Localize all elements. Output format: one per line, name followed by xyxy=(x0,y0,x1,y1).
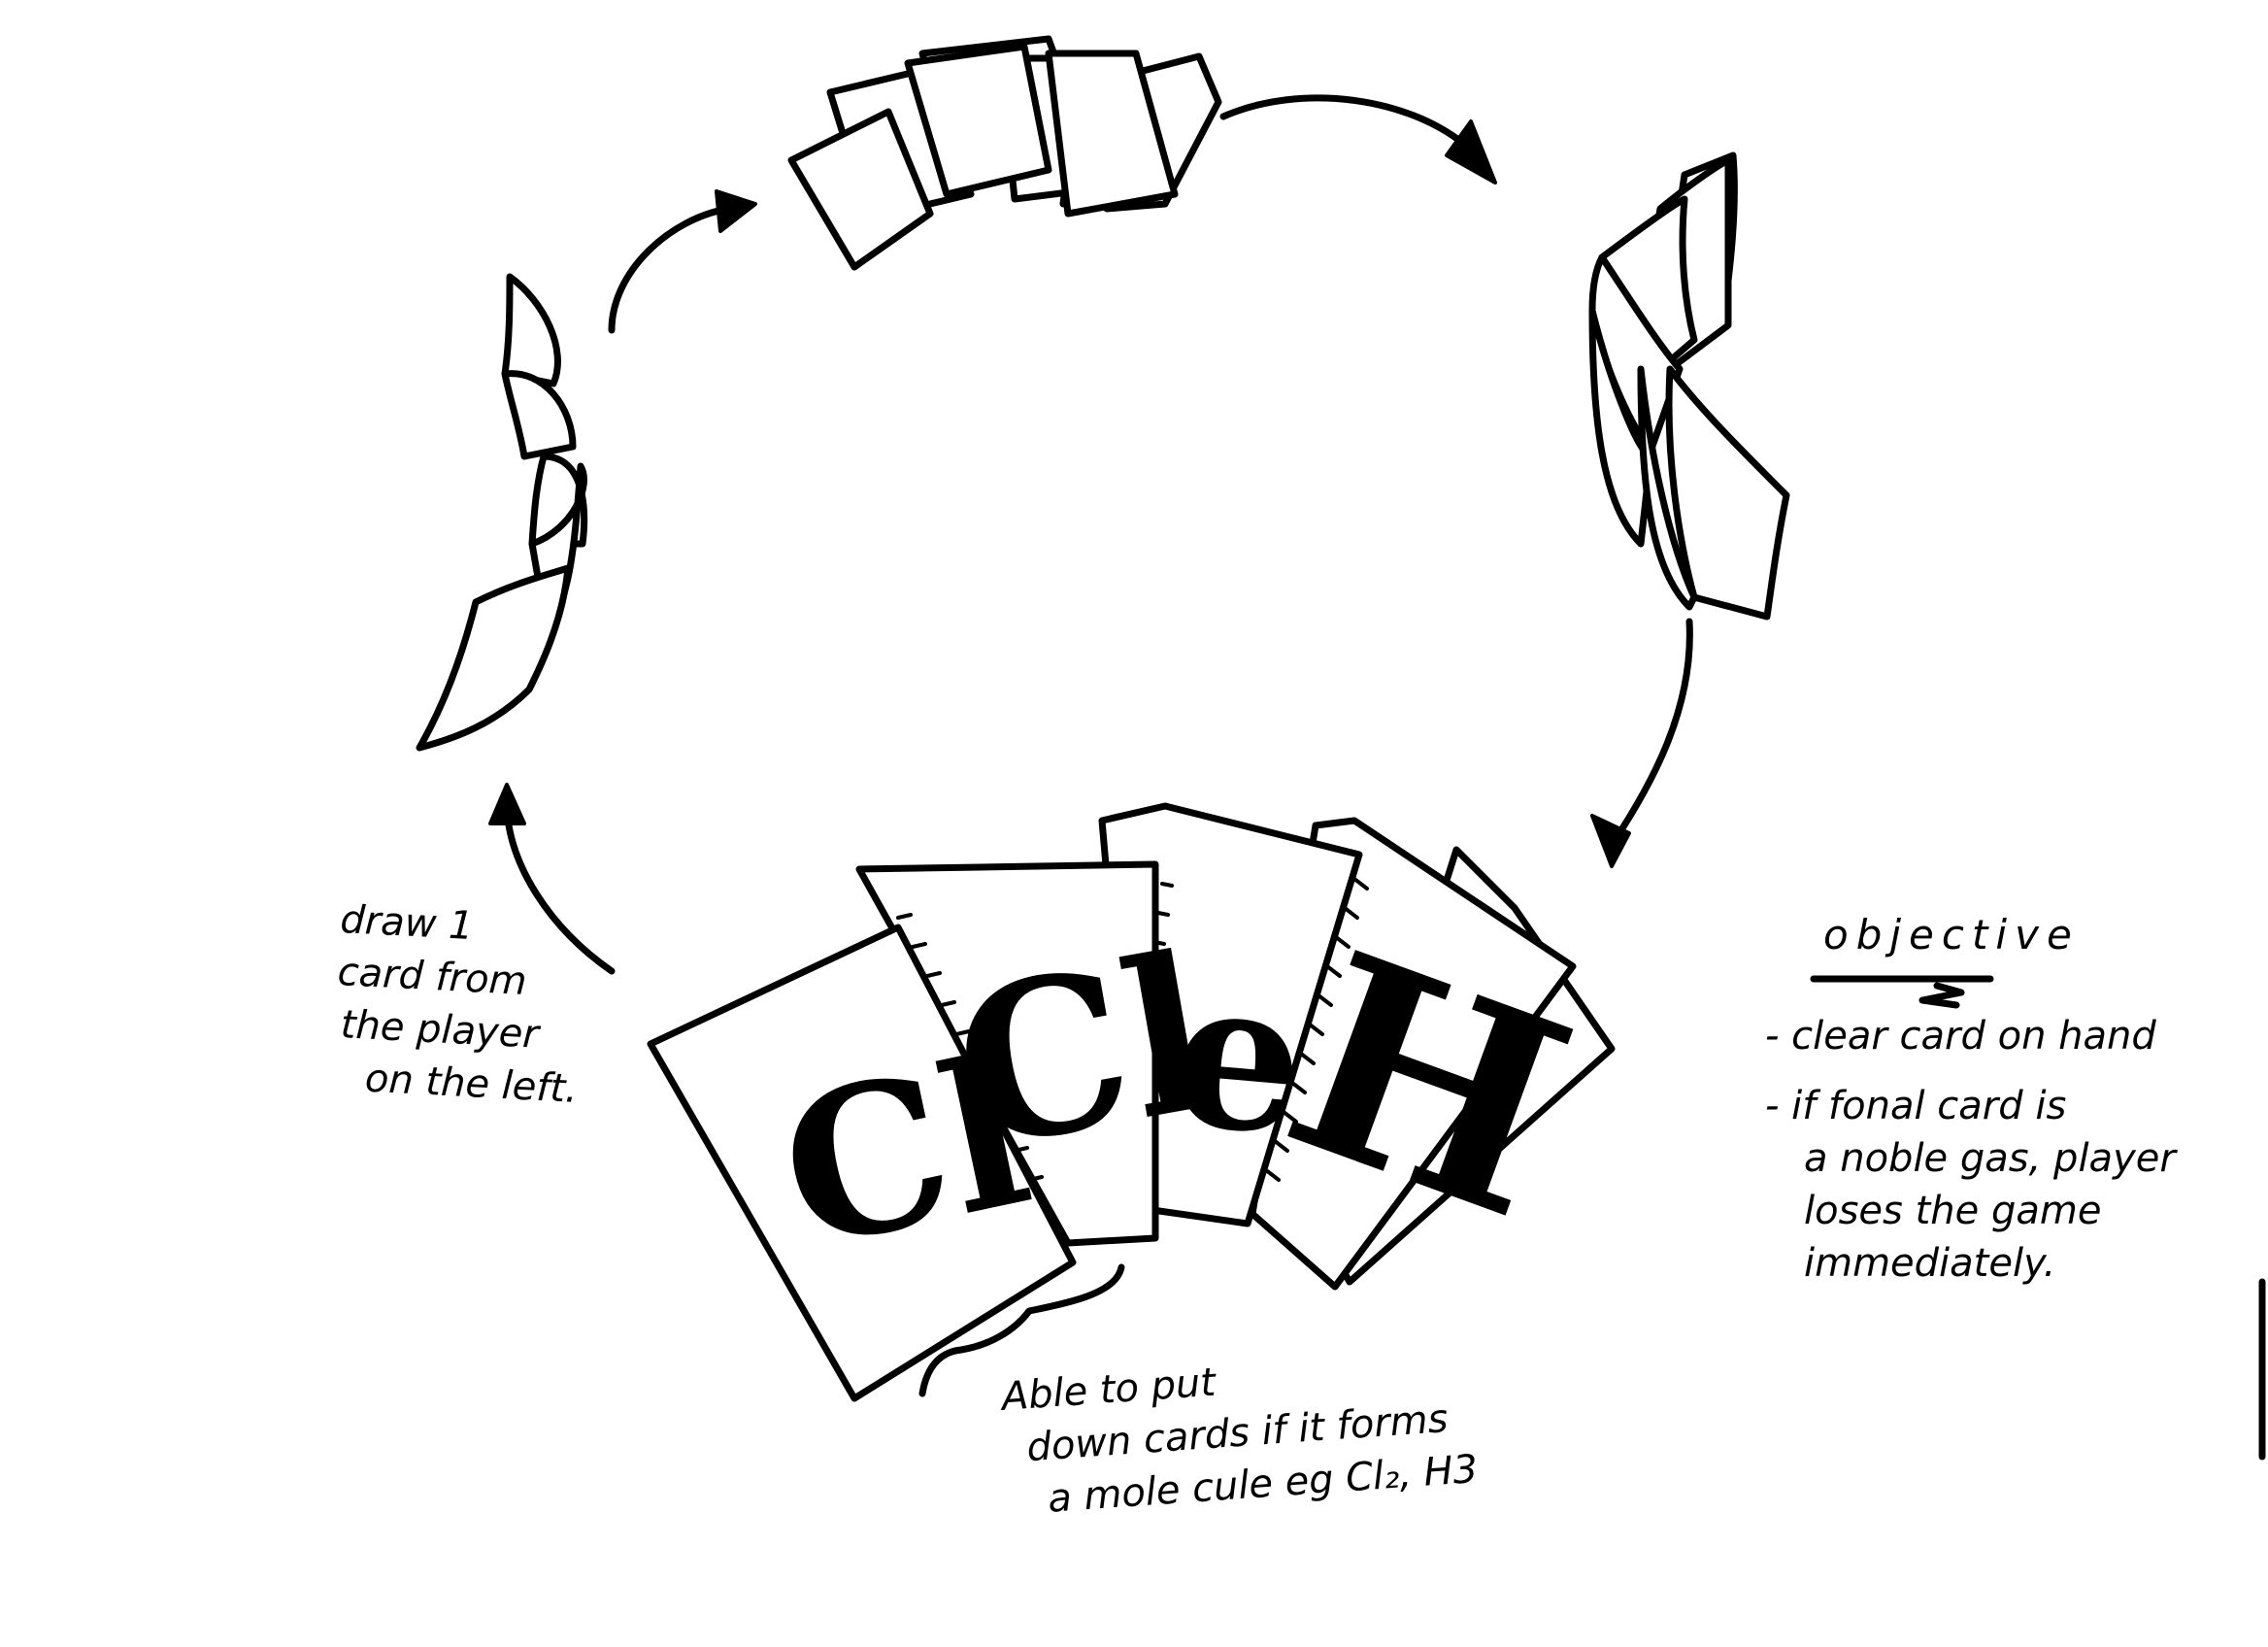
arrow-head xyxy=(1590,814,1631,868)
hand-top-player xyxy=(787,35,1222,271)
card-back xyxy=(1045,50,1179,218)
flow-arrow-left-up xyxy=(488,783,616,975)
arrow-head xyxy=(488,783,526,825)
hand-current-player: H e xyxy=(647,802,1616,1402)
arrow-shaft xyxy=(608,205,732,334)
objective-underline xyxy=(1810,975,1994,1009)
objective-item: - if fonal card is xyxy=(1765,1084,2067,1128)
card-back xyxy=(501,370,577,460)
arrow-shaft xyxy=(1219,94,1470,150)
flow-arrow-top-left xyxy=(608,189,757,334)
card-letter: Cl xyxy=(762,1011,1047,1295)
flow-arrow-top-right xyxy=(1219,94,1497,185)
note-put-down-cards: Able to put down cards if it forms a mol… xyxy=(1000,1338,1480,1528)
card-edge-ticks xyxy=(1264,877,1369,1182)
card-back xyxy=(1588,307,1654,548)
group-brace xyxy=(918,1263,1125,1397)
arrow-shaft xyxy=(503,804,616,975)
card-back xyxy=(1665,365,1790,621)
card-back xyxy=(904,43,1052,198)
card-letter: e xyxy=(1164,931,1315,1182)
objective-title: objective xyxy=(1823,911,2080,958)
note-draw-card: draw 1 card from the player on the left. xyxy=(331,893,587,1116)
arrow-head xyxy=(715,189,757,233)
arrow-head xyxy=(1445,119,1497,185)
underline-squiggle xyxy=(1918,982,1965,1009)
card-back xyxy=(416,564,572,752)
arrow-shaft xyxy=(1608,618,1693,849)
objective-item: a noble gas, player xyxy=(1804,1136,2176,1181)
hand-left-player xyxy=(416,273,588,752)
objective-item: immediately. xyxy=(1804,1241,2056,1286)
objective-list: - clear card on hand - if fonal card is … xyxy=(1765,1010,2176,1290)
objective-item: loses the game xyxy=(1804,1189,2102,1233)
flow-arrow-right-down xyxy=(1590,618,1693,868)
card-back xyxy=(501,273,561,387)
objective-item: - clear card on hand xyxy=(1765,1014,2156,1059)
hand-right-player xyxy=(1588,151,1790,621)
card-back xyxy=(1637,365,1698,611)
element-card-cl-1 xyxy=(647,924,1077,1402)
card-back xyxy=(787,108,934,271)
